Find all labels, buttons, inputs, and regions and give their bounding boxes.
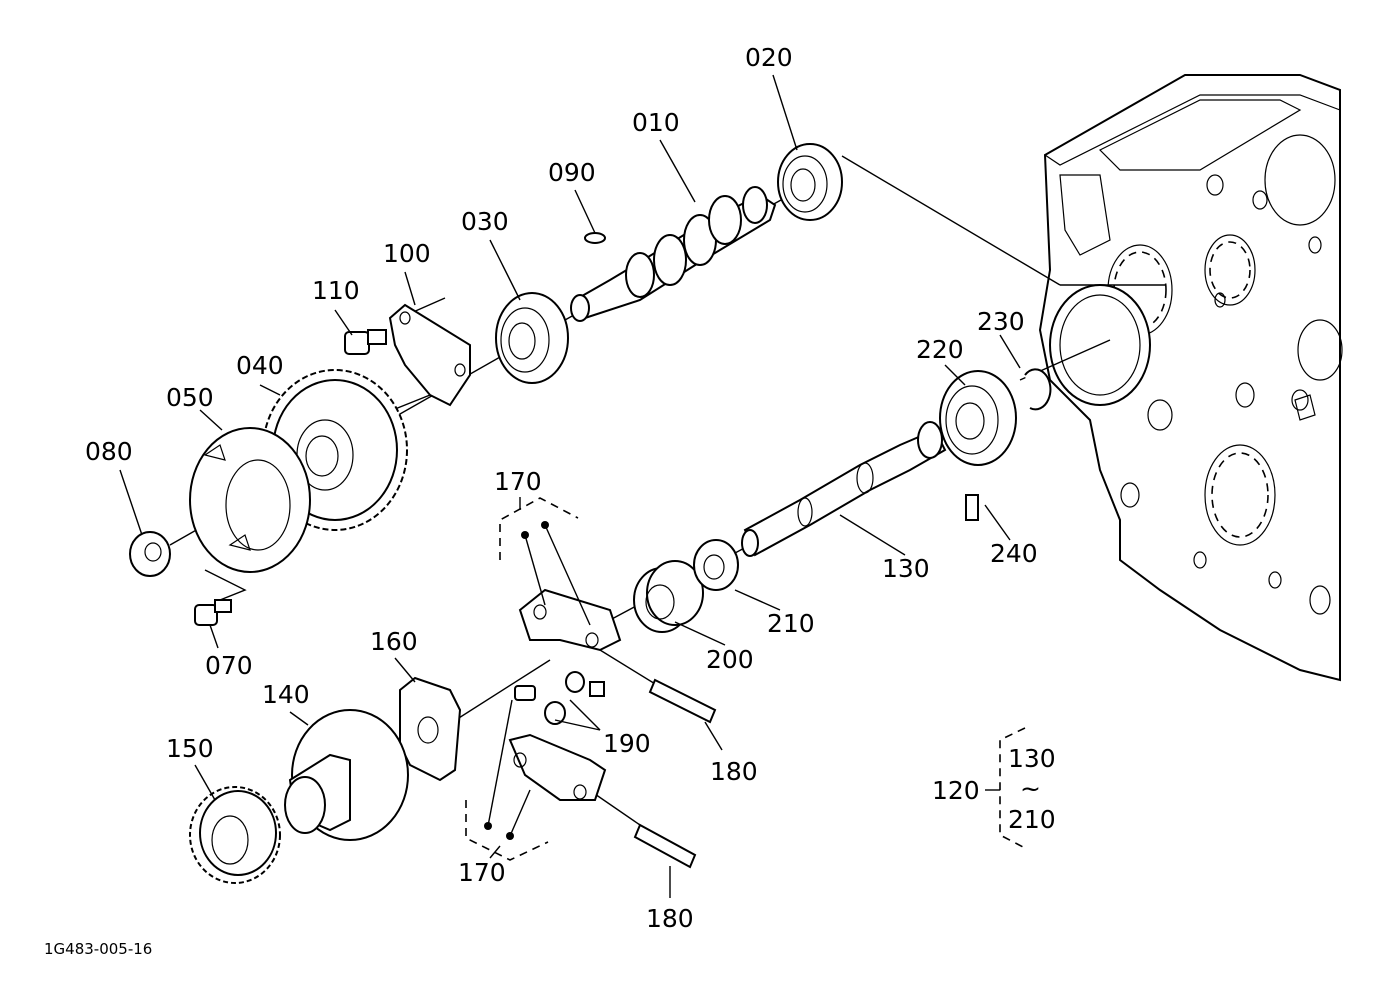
assembly-from-label: 130 bbox=[1008, 744, 1056, 773]
label-200: 200 bbox=[706, 645, 754, 674]
label-020: 020 bbox=[745, 43, 793, 72]
bearing-020 bbox=[777, 143, 843, 221]
bearing-220 bbox=[939, 370, 1017, 466]
label-150: 150 bbox=[166, 734, 214, 763]
label-140: 140 bbox=[262, 680, 310, 709]
label-180-lower: 180 bbox=[646, 904, 694, 933]
assembly-note: 120 130 ~ 210 bbox=[932, 727, 1056, 849]
part-labels: 020 010 090 030 100 110 040 050 080 070 … bbox=[85, 43, 1038, 933]
pins-180 bbox=[633, 678, 717, 869]
label-180-upper: 180 bbox=[710, 757, 758, 786]
gear-150 bbox=[189, 786, 281, 884]
retainer-100 bbox=[388, 303, 471, 407]
label-210: 210 bbox=[767, 609, 815, 638]
sleeve-140 bbox=[284, 709, 409, 841]
nut-080 bbox=[129, 531, 171, 577]
label-170-lower: 170 bbox=[458, 858, 506, 887]
sleeve-200 bbox=[633, 560, 704, 633]
label-070: 070 bbox=[205, 651, 253, 680]
bolt-110 bbox=[344, 329, 387, 355]
small-pins-190 bbox=[514, 671, 605, 725]
label-240: 240 bbox=[990, 539, 1038, 568]
washer-210 bbox=[693, 539, 739, 591]
label-220: 220 bbox=[916, 335, 964, 364]
engine-block bbox=[1038, 74, 1343, 682]
label-190: 190 bbox=[603, 729, 651, 758]
pin-240 bbox=[965, 494, 979, 521]
bolt-070 bbox=[194, 599, 232, 626]
drawing-code: 1G483-005-16 bbox=[44, 940, 152, 958]
holder-160 bbox=[399, 676, 462, 782]
label-170-upper: 170 bbox=[494, 467, 542, 496]
bearing-030 bbox=[495, 292, 569, 384]
circlip-230 bbox=[1024, 368, 1052, 411]
label-080: 080 bbox=[85, 437, 133, 466]
label-030: 030 bbox=[461, 207, 509, 236]
label-110: 110 bbox=[312, 276, 360, 305]
label-230: 230 bbox=[977, 307, 1025, 336]
plate-050 bbox=[189, 427, 311, 573]
label-100: 100 bbox=[383, 239, 431, 268]
camshaft bbox=[570, 186, 777, 322]
governor-weight-lower bbox=[508, 733, 607, 801]
governor-shaft-130 bbox=[741, 421, 947, 557]
governor-weight-upper bbox=[518, 588, 622, 652]
label-010: 010 bbox=[632, 108, 680, 137]
key-090 bbox=[584, 232, 606, 244]
leader-lines bbox=[119, 74, 1021, 898]
assembly-range-symbol: ~ bbox=[1020, 774, 1041, 803]
label-040: 040 bbox=[236, 351, 284, 380]
label-160: 160 bbox=[370, 627, 418, 656]
label-130: 130 bbox=[882, 554, 930, 583]
assembly-parent-label: 120 bbox=[932, 776, 980, 805]
assembly-to-label: 210 bbox=[1008, 805, 1056, 834]
label-050: 050 bbox=[166, 383, 214, 412]
label-090: 090 bbox=[548, 158, 596, 187]
